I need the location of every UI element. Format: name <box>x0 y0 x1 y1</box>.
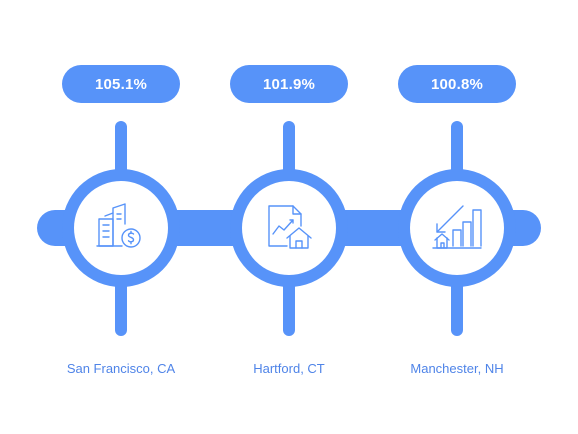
value-pill: 105.1% <box>62 65 180 103</box>
city-label: Hartford, CT <box>253 361 325 376</box>
value-text: 105.1% <box>94 75 148 93</box>
node-inner <box>410 181 504 275</box>
node-inner <box>74 181 168 275</box>
step-node <box>398 169 516 287</box>
bars-down-arrow-icon <box>432 205 482 249</box>
step-node <box>230 169 348 287</box>
connector-stem-top <box>451 121 463 181</box>
value-pill: 100.8% <box>398 65 516 103</box>
connector-stem-top <box>283 121 295 181</box>
connector-stem-bottom <box>115 276 127 336</box>
city-label: Manchester, NH <box>410 361 504 376</box>
value-pill: 101.9% <box>230 65 348 103</box>
building-dollar-icon <box>96 203 141 248</box>
step-node <box>62 169 180 287</box>
connector-stem-top <box>115 121 127 181</box>
connector-stem-bottom <box>283 276 295 336</box>
node-inner <box>242 181 336 275</box>
connector-stem-bottom <box>451 276 463 336</box>
city-label: San Francisco, CA <box>66 361 176 376</box>
value-text: 100.8% <box>430 75 484 93</box>
value-text: 101.9% <box>262 75 316 93</box>
chart-house-icon <box>268 205 312 249</box>
